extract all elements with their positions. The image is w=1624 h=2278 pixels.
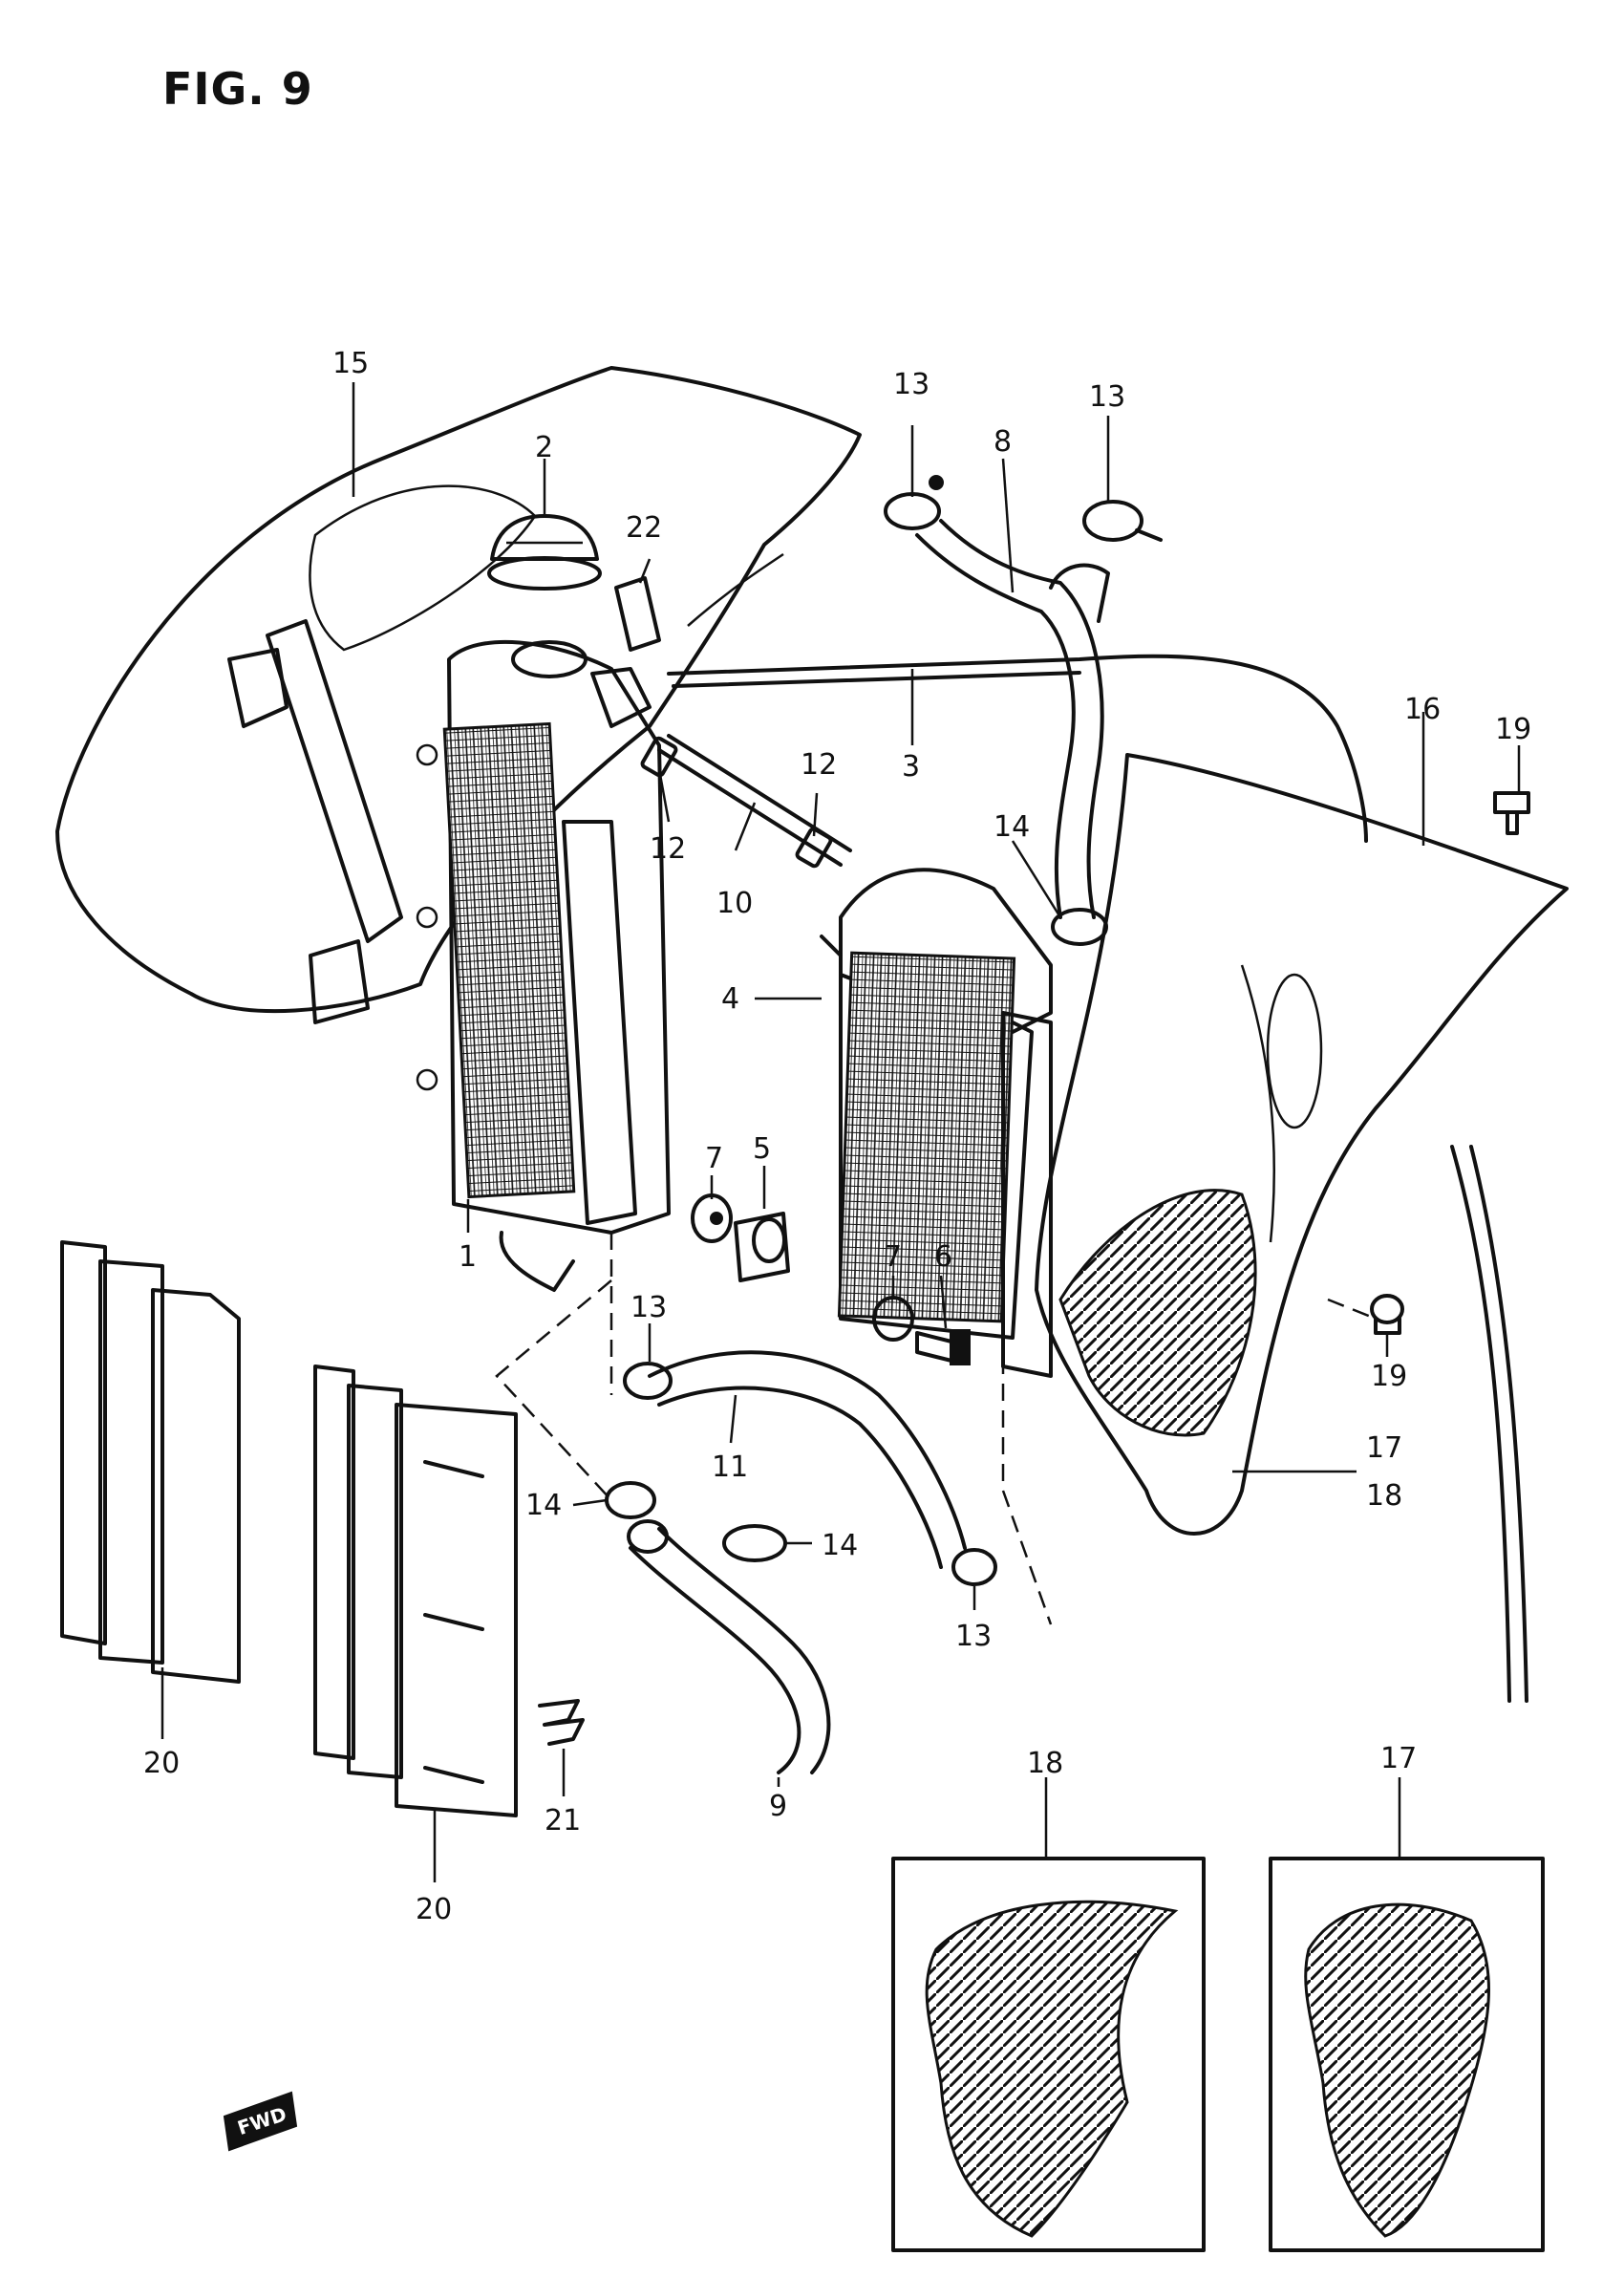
bolt [915, 1329, 971, 1365]
radiator-guard-right [313, 1365, 518, 1817]
figure-title: FIG. 9 [162, 63, 313, 115]
upper-hose [915, 519, 1110, 919]
callout-20-left: 20 [143, 1747, 180, 1780]
hose-clamp-top-right [1082, 500, 1163, 542]
callout-14-lower-a: 14 [525, 1489, 562, 1522]
callout-18: 18 [1366, 1479, 1402, 1513]
tank-shroud [1035, 753, 1569, 1536]
callout-5: 5 [753, 1132, 771, 1166]
lower-hose [648, 1350, 967, 1569]
guide-line-left [495, 1279, 612, 1501]
hose-clamp-lower-b [722, 1524, 787, 1562]
leader-lines [160, 382, 1521, 1882]
callout-19-top: 19 [1495, 713, 1531, 746]
callout-20-right: 20 [416, 1893, 452, 1926]
radiator-cap [487, 514, 602, 591]
right-radiator [820, 868, 1053, 1378]
hose-clamp-lower-left [623, 1362, 673, 1400]
damper [734, 1212, 790, 1282]
overflow-tube [667, 654, 1528, 1703]
callout-17: 17 [1366, 1431, 1402, 1465]
guide-line-bolt [1327, 1298, 1377, 1321]
callout-16: 16 [1404, 693, 1441, 726]
callout-18-inset: 18 [1027, 1747, 1063, 1780]
left-radiator [416, 639, 671, 1292]
callout-22: 22 [626, 511, 662, 545]
guide-line-right [1001, 1357, 1053, 1625]
callout-13-lower-left: 13 [630, 1291, 667, 1324]
callout-19-bottom: 19 [1371, 1360, 1407, 1393]
callout-2: 2 [535, 431, 553, 464]
callout-7-right: 7 [884, 1240, 902, 1274]
callout-4: 4 [721, 982, 739, 1016]
callout-14-lower-b: 14 [822, 1529, 858, 1562]
lower-bent-hose [627, 1519, 831, 1774]
callout-14-mid: 14 [994, 810, 1030, 844]
callout-1: 1 [459, 1240, 477, 1274]
shroud-bolt-bottom [1370, 1294, 1404, 1335]
rubber-pad [614, 576, 661, 652]
callout-labels: 15 2 22 13 8 13 3 16 19 12 12 10 14 4 7 … [143, 347, 1531, 1926]
shroud-bolt-top [1493, 791, 1530, 835]
callout-17-inset: 17 [1380, 1742, 1417, 1775]
hose-clamp-top-left [884, 475, 944, 530]
hose-clamp-lower-right [951, 1548, 997, 1586]
small-clamp-right [795, 827, 833, 869]
callout-12-left: 12 [650, 832, 686, 866]
grommet-left [691, 1193, 733, 1243]
callout-13-top-left: 13 [893, 368, 930, 401]
inset-graphic-18 [891, 1857, 1206, 2252]
radiator-guard-left [60, 1240, 241, 1684]
fwd-arrow-icon: FWD [223, 2091, 298, 2152]
callout-7-left: 7 [705, 1142, 723, 1175]
callout-8: 8 [994, 425, 1012, 459]
callout-9: 9 [769, 1790, 787, 1823]
callout-13-lower-right: 13 [955, 1620, 992, 1653]
radiator-shroud [55, 366, 862, 1024]
callout-13-top-right: 13 [1089, 380, 1125, 414]
hose-clamp-mid [1051, 908, 1108, 946]
spring [538, 1699, 585, 1746]
hose-clamp-lower-a [605, 1481, 656, 1519]
callout-11: 11 [712, 1451, 748, 1484]
callout-21: 21 [545, 1804, 581, 1837]
callout-3: 3 [902, 750, 920, 784]
callout-12-right: 12 [801, 748, 837, 782]
small-clamp-left [640, 736, 678, 778]
inset-graphic-17 [1269, 1857, 1545, 2252]
callout-15: 15 [332, 347, 369, 380]
callout-6: 6 [934, 1240, 952, 1274]
callout-10: 10 [716, 887, 753, 920]
